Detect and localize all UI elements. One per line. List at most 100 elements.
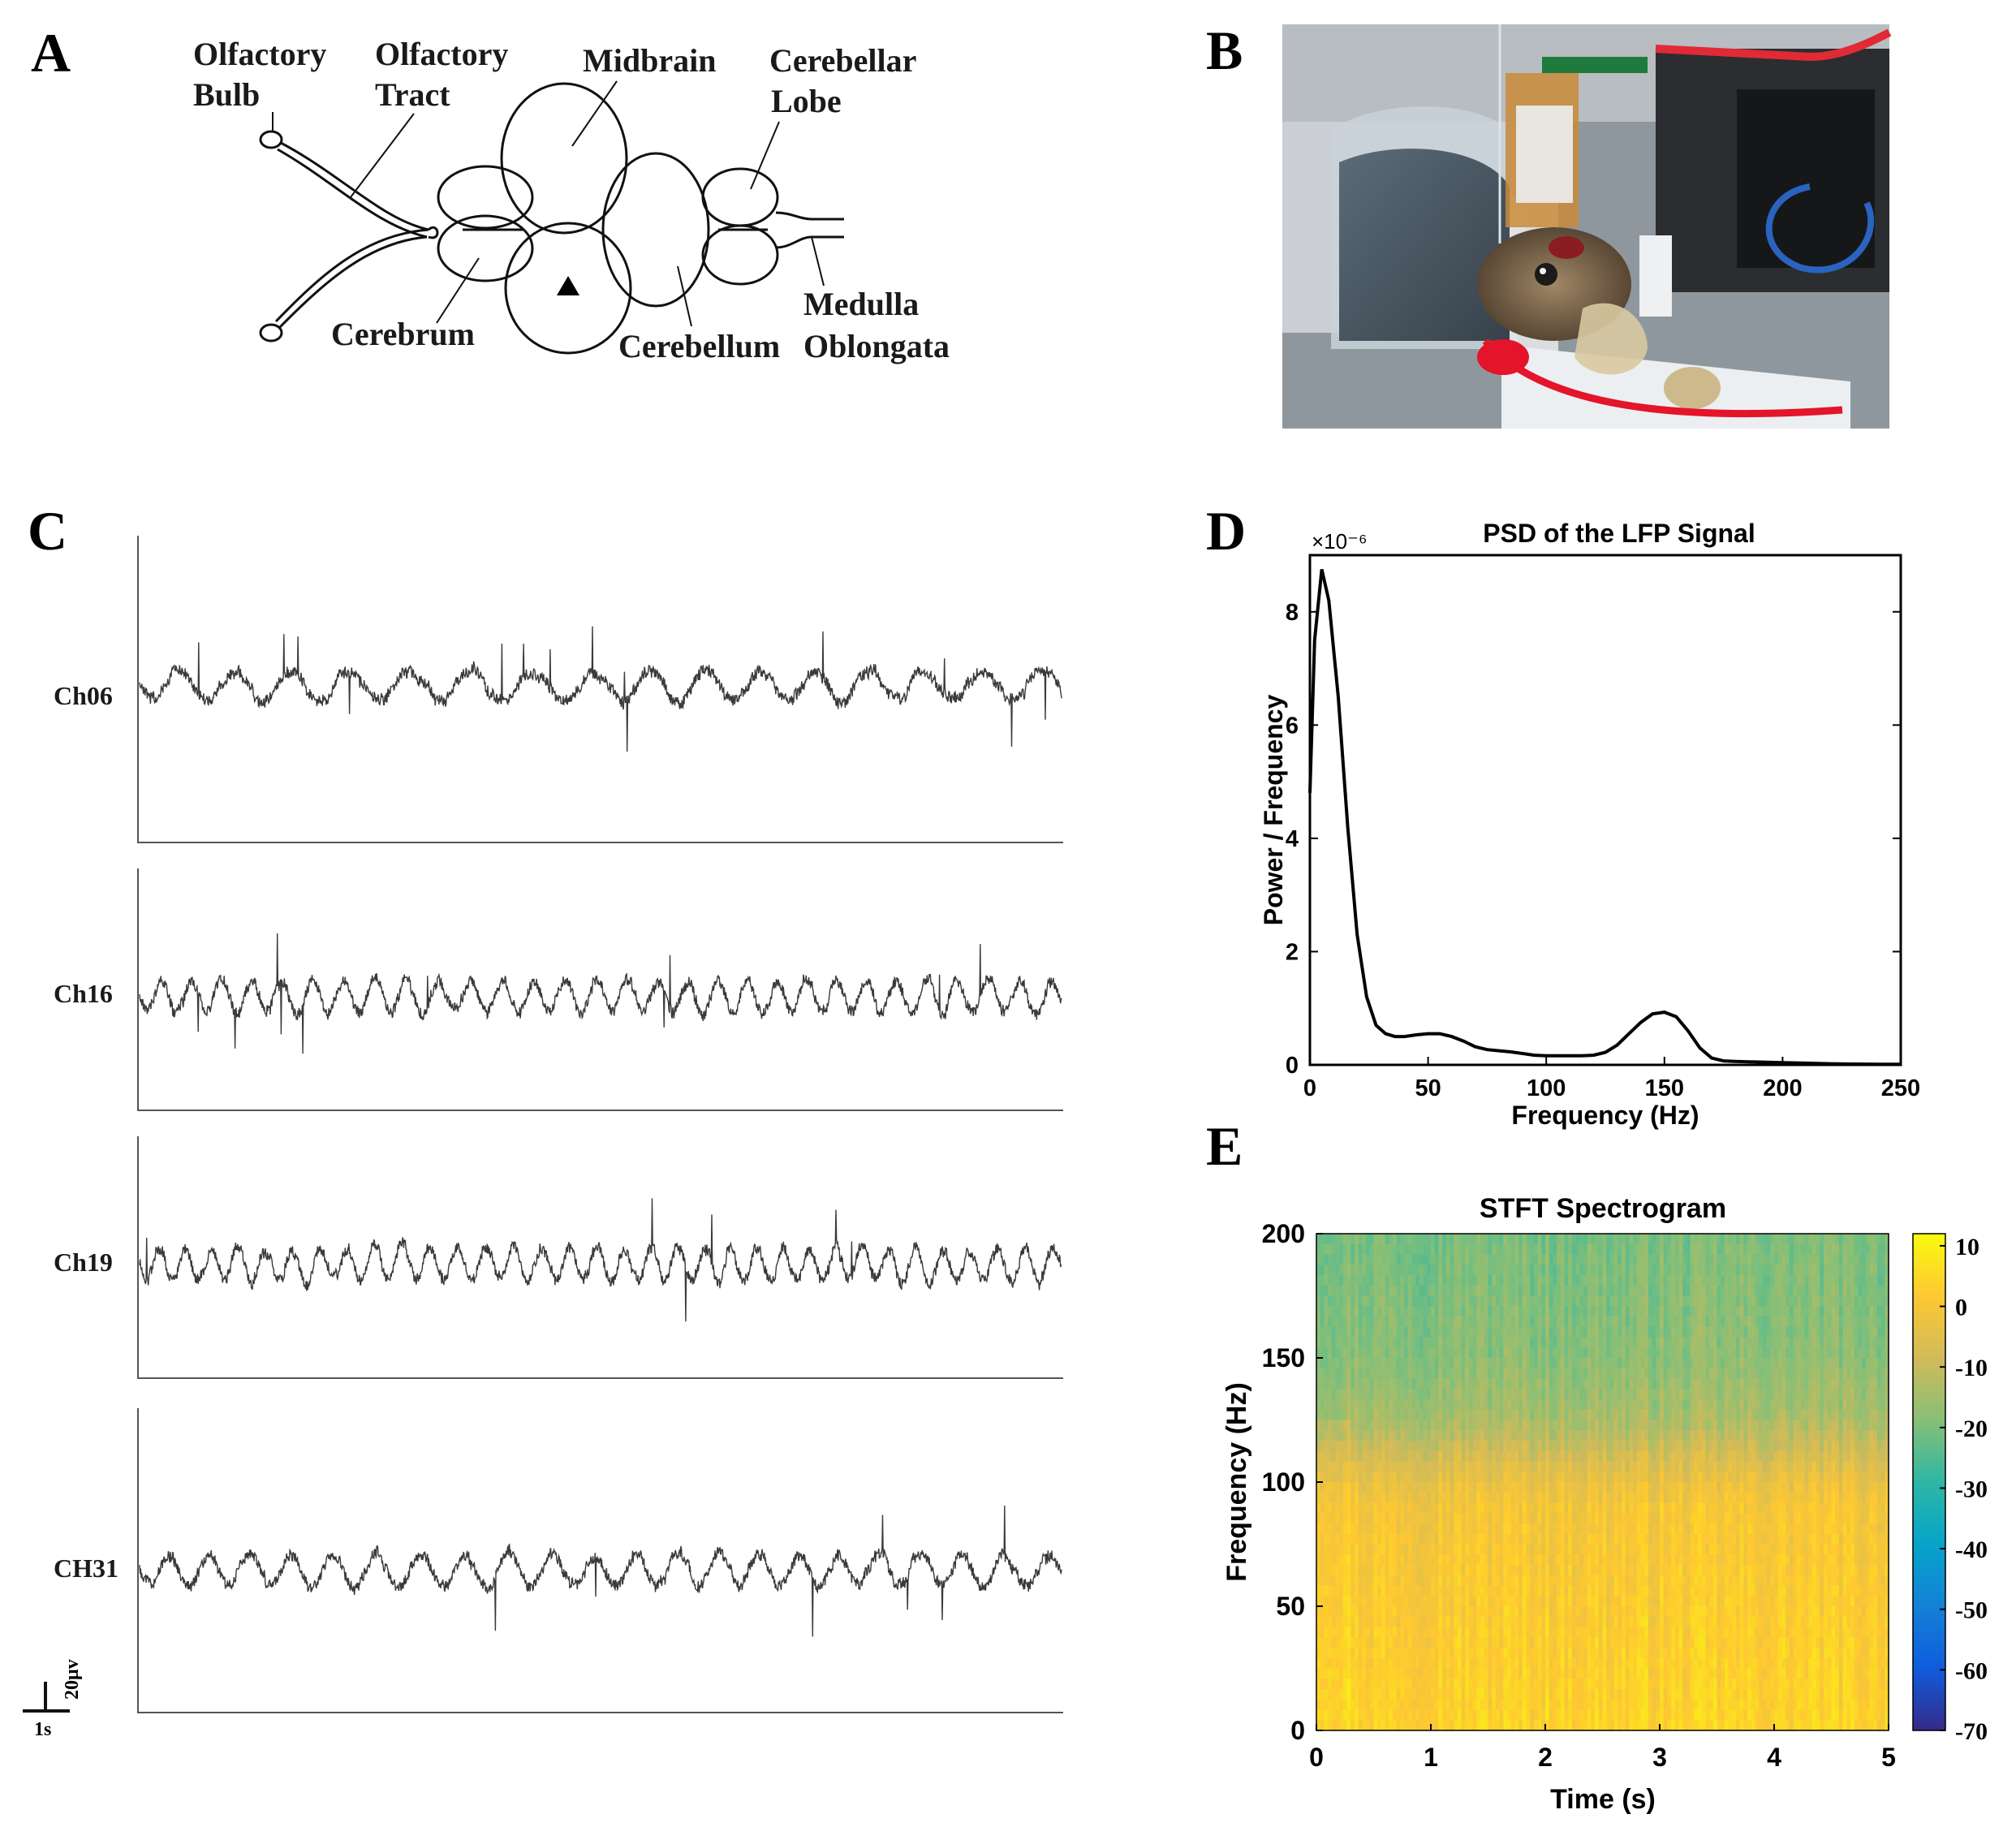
spectrogram-cell bbox=[1549, 1285, 1553, 1297]
spectrogram-cell bbox=[1644, 1450, 1649, 1463]
spectrogram-cell bbox=[1629, 1709, 1634, 1721]
spectrogram-cell bbox=[1602, 1399, 1607, 1411]
spectrogram-cell bbox=[1701, 1668, 1706, 1679]
spectrogram-cell bbox=[1591, 1502, 1596, 1514]
spectrogram-cell bbox=[1328, 1575, 1333, 1587]
spectrogram-cell bbox=[1484, 1637, 1489, 1648]
spectrogram-cell bbox=[1625, 1368, 1630, 1380]
spectrogram-cell bbox=[1407, 1575, 1413, 1587]
spectrogram-cell bbox=[1686, 1420, 1691, 1431]
spectrogram-cell bbox=[1667, 1523, 1672, 1535]
spectrogram-cell bbox=[1507, 1596, 1512, 1607]
spectrogram-cell bbox=[1690, 1399, 1695, 1411]
spectrogram-cell bbox=[1644, 1533, 1649, 1545]
spectrogram-cell bbox=[1533, 1254, 1539, 1265]
spectrogram-cell bbox=[1557, 1295, 1562, 1307]
spectrogram-cell bbox=[1518, 1482, 1523, 1493]
spectrogram-cell bbox=[1335, 1482, 1340, 1493]
spectrogram-cell bbox=[1423, 1648, 1428, 1659]
spectrogram-cell bbox=[1640, 1689, 1645, 1700]
spectrogram-cell bbox=[1660, 1575, 1665, 1587]
spectrogram-cell bbox=[1461, 1720, 1466, 1731]
spectrogram-cell bbox=[1445, 1285, 1451, 1297]
spectrogram-cell bbox=[1636, 1285, 1642, 1297]
spectrogram-cell bbox=[1622, 1585, 1626, 1596]
spectrogram-cell bbox=[1457, 1358, 1462, 1369]
spectrogram-cell bbox=[1541, 1316, 1546, 1328]
spectrogram-cell bbox=[1698, 1606, 1703, 1618]
spectrogram-cell bbox=[1324, 1523, 1329, 1535]
spectrogram-cell bbox=[1595, 1668, 1600, 1679]
spectrogram-cell bbox=[1656, 1596, 1661, 1607]
spectrogram-cell bbox=[1346, 1648, 1351, 1659]
spectrogram-cell bbox=[1598, 1450, 1604, 1463]
spectrogram-cell bbox=[1385, 1337, 1389, 1348]
spectrogram-cell bbox=[1652, 1358, 1656, 1369]
spectrogram-cell bbox=[1609, 1399, 1615, 1411]
spectrogram-cell bbox=[1633, 1533, 1638, 1545]
spectrogram-cell bbox=[1389, 1513, 1394, 1524]
spectrogram-cell bbox=[1660, 1554, 1665, 1566]
spectrogram-cell bbox=[1393, 1358, 1398, 1369]
spectrogram-cell bbox=[1667, 1441, 1672, 1452]
spectrogram-cell bbox=[1648, 1337, 1653, 1348]
spectrogram-cell bbox=[1492, 1461, 1497, 1472]
spectrogram-cell bbox=[1423, 1606, 1428, 1618]
spectrogram-cell bbox=[1526, 1627, 1531, 1638]
spectrogram-cell bbox=[1342, 1430, 1348, 1441]
spectrogram-cell bbox=[1678, 1668, 1683, 1679]
spectrogram-cell bbox=[1484, 1502, 1489, 1514]
spectrogram-cell bbox=[1366, 1544, 1371, 1555]
spectrogram-cell bbox=[1438, 1513, 1443, 1524]
spectrogram-cell bbox=[1633, 1420, 1638, 1431]
spectrogram-cell bbox=[1328, 1544, 1333, 1555]
spectrogram-cell bbox=[1404, 1689, 1409, 1700]
spectrogram-cell bbox=[1469, 1420, 1474, 1431]
spectrogram-cell bbox=[1510, 1347, 1515, 1359]
spectrogram-cell bbox=[1587, 1627, 1592, 1638]
spectrogram-cell bbox=[1438, 1358, 1443, 1369]
spectrogram-cell bbox=[1510, 1699, 1515, 1711]
spectrogram-cell bbox=[1560, 1513, 1566, 1524]
spectrogram-cell bbox=[1549, 1502, 1553, 1514]
spectrogram-cell bbox=[1434, 1668, 1439, 1679]
spectrogram-cell bbox=[1355, 1306, 1359, 1317]
spectrogram-cell bbox=[1636, 1337, 1642, 1348]
spectrogram-cell bbox=[1549, 1275, 1553, 1286]
spectrogram-cell bbox=[1636, 1637, 1642, 1648]
spectrogram-cell bbox=[1663, 1409, 1668, 1421]
spectrogram-cell bbox=[1427, 1389, 1432, 1400]
spectrogram-cell bbox=[1701, 1441, 1706, 1452]
spectrogram-cell bbox=[1568, 1275, 1573, 1286]
spectrogram-cell bbox=[1587, 1657, 1592, 1670]
spectrogram-cell bbox=[1537, 1461, 1542, 1472]
spectrogram-cell bbox=[1622, 1368, 1626, 1380]
spectrogram-cell bbox=[1564, 1502, 1569, 1514]
spectrogram-cell bbox=[1522, 1347, 1527, 1359]
spectrogram-cell bbox=[1602, 1275, 1607, 1286]
spectrogram-cell bbox=[1667, 1347, 1672, 1359]
spectrogram-cell bbox=[1625, 1533, 1630, 1545]
spectrogram-cell bbox=[1537, 1523, 1542, 1535]
spectrogram-cell bbox=[1564, 1295, 1569, 1307]
spectrogram-cell bbox=[1396, 1606, 1401, 1618]
spectrogram-cell bbox=[1595, 1358, 1600, 1369]
spectrogram-cell bbox=[1339, 1699, 1344, 1711]
spectrogram-cell bbox=[1442, 1326, 1447, 1338]
spectrogram-cell bbox=[1461, 1295, 1466, 1307]
spectrogram-cell bbox=[1633, 1399, 1638, 1411]
spectrogram-cell bbox=[1495, 1627, 1501, 1638]
spectrogram-cell bbox=[1469, 1234, 1474, 1245]
spectrogram-cell bbox=[1320, 1243, 1325, 1256]
spectrogram-cell bbox=[1331, 1616, 1337, 1628]
spectrogram-cell bbox=[1461, 1513, 1466, 1524]
spectrogram-cell bbox=[1682, 1616, 1687, 1628]
spectrogram-cell bbox=[1507, 1275, 1512, 1286]
spectrogram-cell bbox=[1568, 1596, 1573, 1607]
spectrogram-cell bbox=[1415, 1585, 1420, 1596]
spectrogram-cell bbox=[1575, 1306, 1580, 1317]
spectrogram-cell bbox=[1484, 1648, 1489, 1659]
spectrogram-cell bbox=[1331, 1709, 1337, 1721]
spectrogram-cell bbox=[1633, 1606, 1638, 1618]
spectrogram-cell bbox=[1427, 1482, 1432, 1493]
